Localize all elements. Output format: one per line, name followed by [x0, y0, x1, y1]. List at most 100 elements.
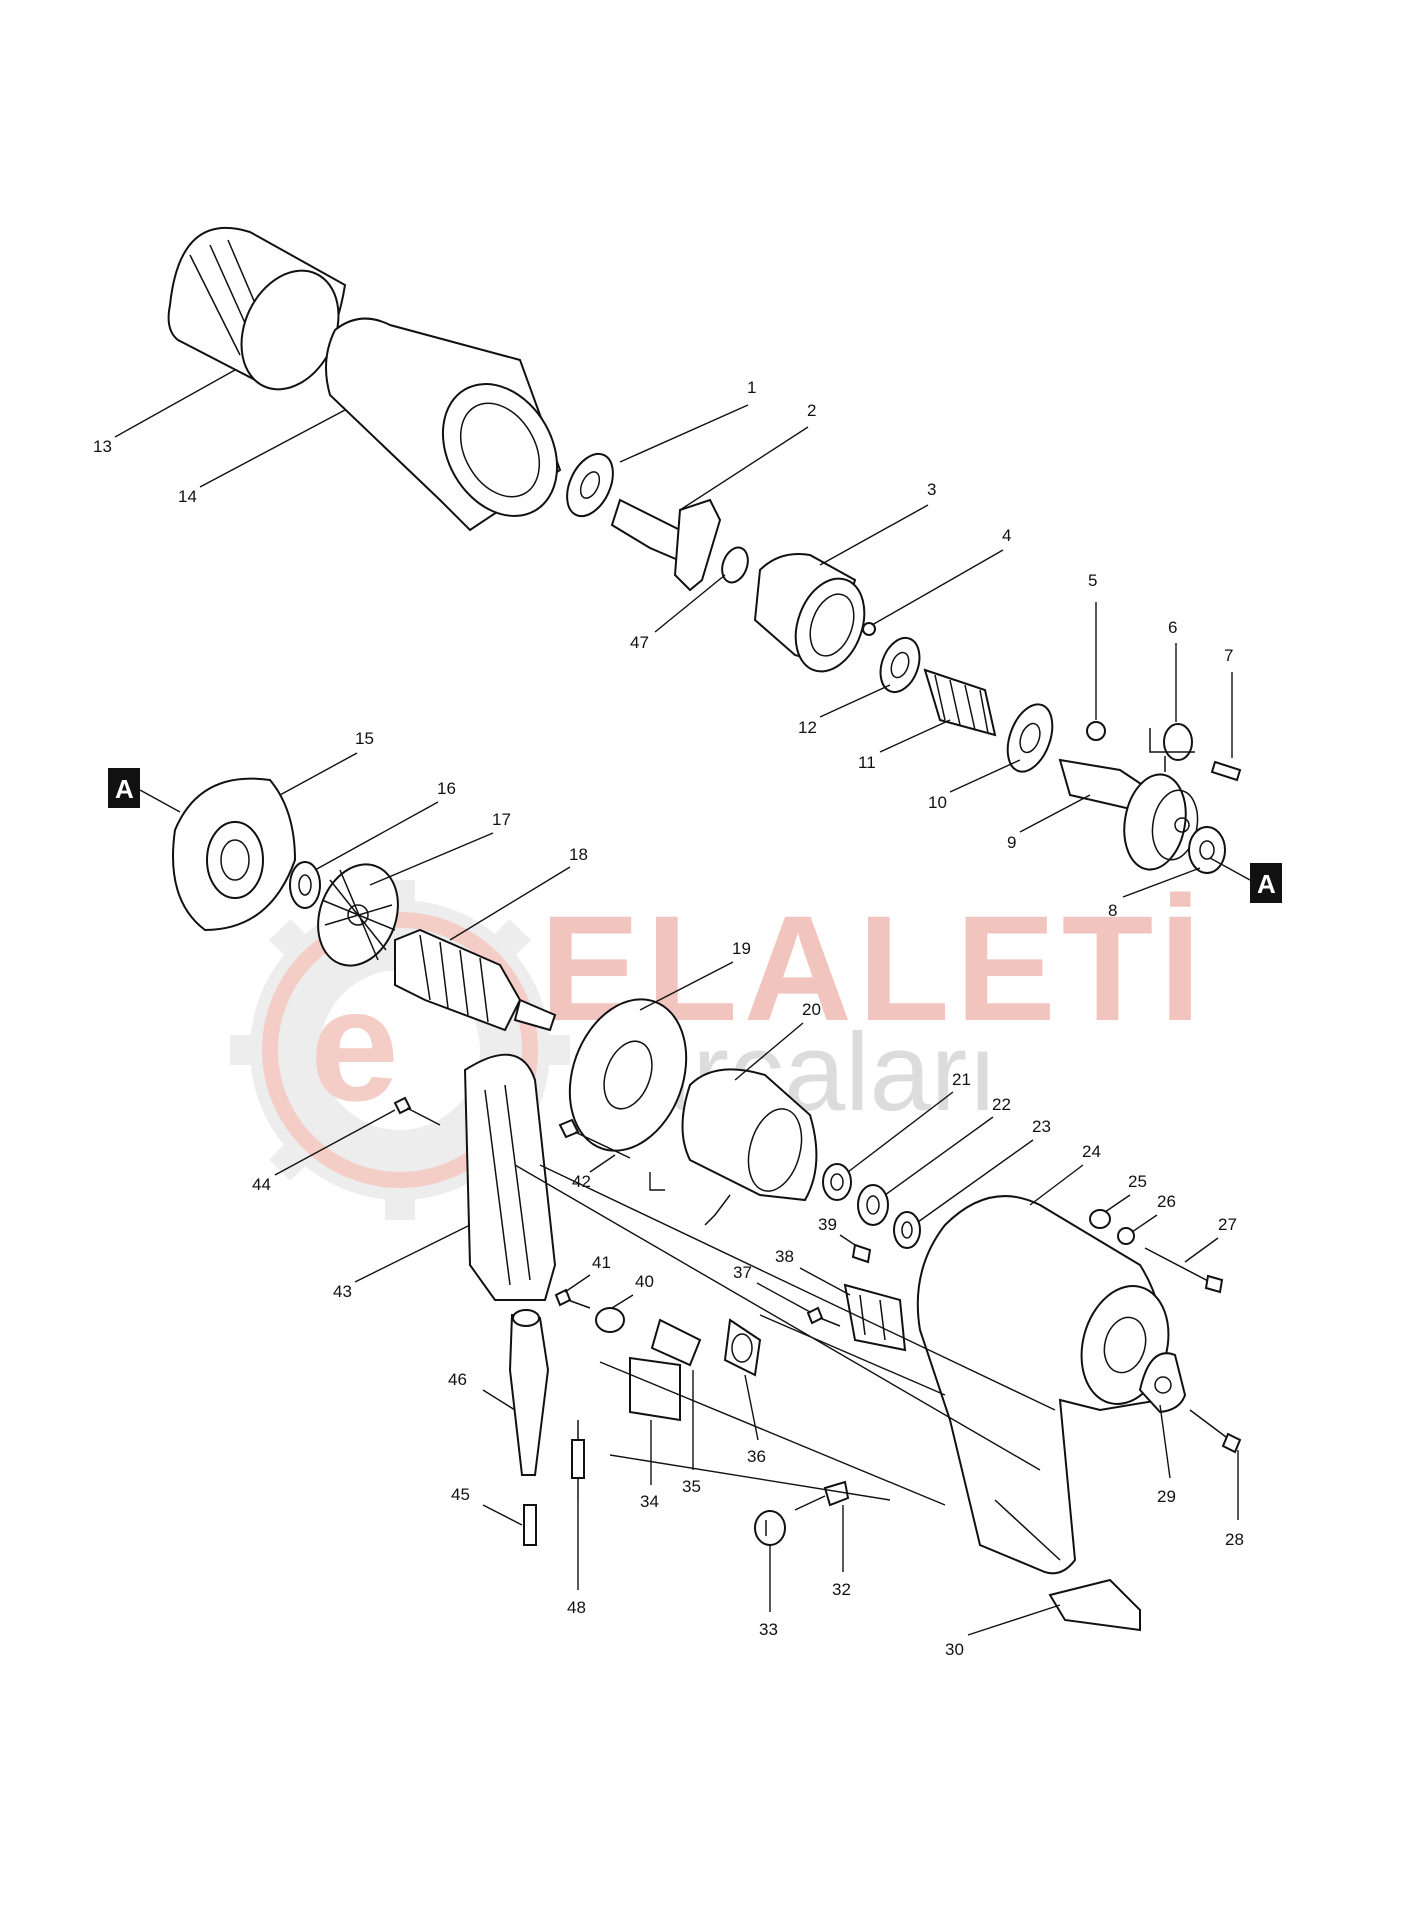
part-47-ring — [721, 546, 749, 584]
callout-29: 29 — [1157, 1404, 1176, 1506]
part-26-bushing — [1117, 1227, 1135, 1245]
part-20-field — [681, 1068, 818, 1226]
callout-28: 28 — [1225, 1450, 1244, 1549]
svg-text:35: 35 — [682, 1477, 701, 1496]
svg-text:15: 15 — [355, 729, 374, 748]
part-14-gear-housing — [325, 317, 562, 532]
callout-2: 2 — [679, 401, 816, 511]
part-43-handle-half — [463, 1053, 557, 1301]
callout-30: 30 — [945, 1604, 1061, 1659]
callout-42: 42 — [572, 1154, 616, 1191]
svg-text:32: 32 — [832, 1580, 851, 1599]
part-10-washer — [1006, 703, 1054, 773]
svg-text:46: 46 — [448, 1370, 467, 1389]
callout-18: 18 — [449, 845, 588, 941]
part-37-screw — [806, 1306, 841, 1327]
part-3-clutch-cam — [753, 553, 866, 673]
section-marker-left: A — [108, 768, 181, 813]
logo-ring-icon — [262, 912, 538, 1188]
part-23-washer — [893, 1211, 921, 1249]
part-17-fan — [317, 863, 399, 967]
svg-text:17: 17 — [492, 810, 511, 829]
svg-text:21: 21 — [952, 1070, 971, 1089]
svg-text:19: 19 — [732, 939, 751, 958]
svg-text:41: 41 — [592, 1253, 611, 1272]
svg-text:4: 4 — [1002, 526, 1011, 545]
callout-16: 16 — [314, 779, 456, 871]
part-29-gear-plate — [1138, 1352, 1187, 1414]
callout-39: 39 — [818, 1215, 856, 1246]
part-28-screw — [1189, 1409, 1242, 1454]
svg-text:39: 39 — [818, 1215, 837, 1234]
svg-text:30: 30 — [945, 1640, 964, 1659]
svg-text:2: 2 — [807, 401, 816, 420]
part-33-brush-cap — [754, 1510, 786, 1546]
callout-14: 14 — [178, 409, 346, 506]
svg-text:14: 14 — [178, 487, 197, 506]
callout-17: 17 — [369, 810, 511, 886]
svg-text:12: 12 — [798, 718, 817, 737]
svg-text:25: 25 — [1128, 1172, 1147, 1191]
watermark-logo-letter: e — [310, 955, 399, 1134]
svg-text:36: 36 — [747, 1447, 766, 1466]
part-13-chuck-cap — [167, 227, 347, 391]
svg-text:23: 23 — [1032, 1117, 1051, 1136]
svg-text:43: 43 — [333, 1282, 352, 1301]
part-18-armature — [394, 928, 557, 1032]
svg-text:27: 27 — [1218, 1215, 1237, 1234]
callout-25: 25 — [1104, 1172, 1147, 1213]
callout-24: 24 — [1029, 1142, 1101, 1206]
callout-47: 47 — [630, 574, 726, 652]
callout-45: 45 — [451, 1485, 523, 1526]
part-12-washer — [879, 636, 921, 694]
part-25-bushing — [1089, 1209, 1111, 1229]
callout-40: 40 — [611, 1272, 654, 1309]
callout-43: 43 — [333, 1224, 471, 1301]
part-41-screw — [554, 1288, 591, 1309]
svg-text:40: 40 — [635, 1272, 654, 1291]
callout-4: 4 — [871, 526, 1011, 626]
svg-text:44: 44 — [252, 1175, 271, 1194]
part-48-fuse — [571, 1420, 585, 1500]
svg-text:37: 37 — [733, 1263, 752, 1282]
callout-35: 35 — [682, 1370, 701, 1496]
part-36-brush-holder — [723, 1318, 762, 1377]
svg-text:5: 5 — [1088, 571, 1097, 590]
svg-text:33: 33 — [759, 1620, 778, 1639]
callout-38: 38 — [775, 1247, 851, 1296]
part-38-switch — [843, 1283, 907, 1352]
part-22-bearing — [857, 1184, 889, 1226]
svg-text:16: 16 — [437, 779, 456, 798]
part-15-bearing-plate — [172, 777, 297, 932]
svg-text:26: 26 — [1157, 1192, 1176, 1211]
assembly-lines — [514, 1164, 1056, 1506]
callouts: 1 2 3 4 5 6 7 8 9 10 11 12 13 14 15 16 1… — [93, 369, 1244, 1659]
svg-text:A: A — [115, 774, 134, 804]
part-8-washer — [1188, 826, 1226, 874]
callout-12: 12 — [798, 684, 891, 737]
part-45-sleeve — [523, 1504, 537, 1546]
part-11-spring — [923, 668, 997, 737]
callout-34: 34 — [640, 1420, 659, 1511]
callout-37: 37 — [733, 1263, 811, 1313]
callout-20: 20 — [734, 1000, 821, 1081]
part-46-strain-relief — [508, 1309, 550, 1476]
svg-text:8: 8 — [1108, 901, 1117, 920]
part-7-pin — [1210, 760, 1242, 782]
callout-19: 19 — [639, 939, 751, 1011]
svg-text:13: 13 — [93, 437, 112, 456]
callout-33: 33 — [759, 1545, 778, 1639]
callout-26: 26 — [1131, 1192, 1176, 1233]
callout-11: 11 — [858, 719, 951, 772]
part-5-ball — [1086, 721, 1106, 741]
callout-44: 44 — [252, 1109, 396, 1194]
callout-8: 8 — [1108, 867, 1201, 920]
callout-41: 41 — [564, 1253, 611, 1293]
svg-text:42: 42 — [572, 1172, 591, 1191]
callout-9: 9 — [1007, 794, 1091, 852]
callout-3: 3 — [819, 480, 936, 566]
svg-text:47: 47 — [630, 633, 649, 652]
callout-6: 6 — [1168, 618, 1177, 722]
callout-27: 27 — [1184, 1215, 1237, 1263]
part-42-screw — [558, 1118, 631, 1159]
